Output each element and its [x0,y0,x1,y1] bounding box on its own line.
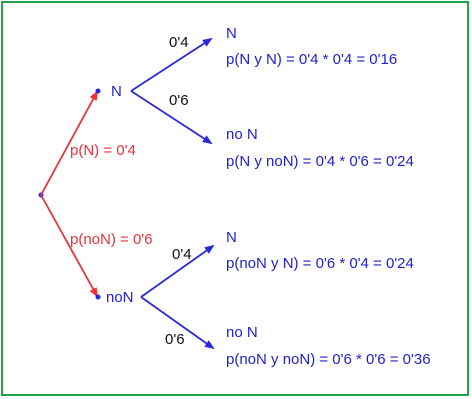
outcome-label-1: N [226,25,237,42]
branch-prob-non-n: 0'4 [172,246,192,263]
outcome-formula-2: p(N y noN) = 0'4 * 0'6 = 0'24 [226,153,414,170]
branch-n-to-n [130,37,213,92]
outcome-label-2: no N [226,126,258,143]
branch-prob-non: p(noN) = 0'6 [70,231,153,248]
branch-prob-non-non: 0'6 [165,331,185,348]
outcome-label-4: no N [226,324,258,341]
branch-prob-n: p(N) = 0'4 [70,142,136,159]
node-point-n [95,88,101,94]
node-label-non: noN [106,289,134,306]
branch-non-to-n [140,244,215,298]
outcome-formula-4: p(noN y noN) = 0'6 * 0'6 = 0'36 [226,351,431,368]
branch-n-to-non [130,90,213,145]
node-label-n: N [111,83,122,100]
branch-root-to-n [40,90,98,196]
branch-prob-n-non: 0'6 [169,92,189,109]
outcome-formula-3: p(noN y N) = 0'6 * 0'4 = 0'24 [226,255,414,272]
branch-non-to-non [140,296,215,350]
branch-prob-n-n: 0'4 [169,34,189,51]
node-point-non [95,294,101,300]
branch-root-to-non [40,194,98,298]
outcome-formula-1: p(N y N) = 0'4 * 0'4 = 0'16 [226,51,397,68]
outcome-label-3: N [226,229,237,246]
